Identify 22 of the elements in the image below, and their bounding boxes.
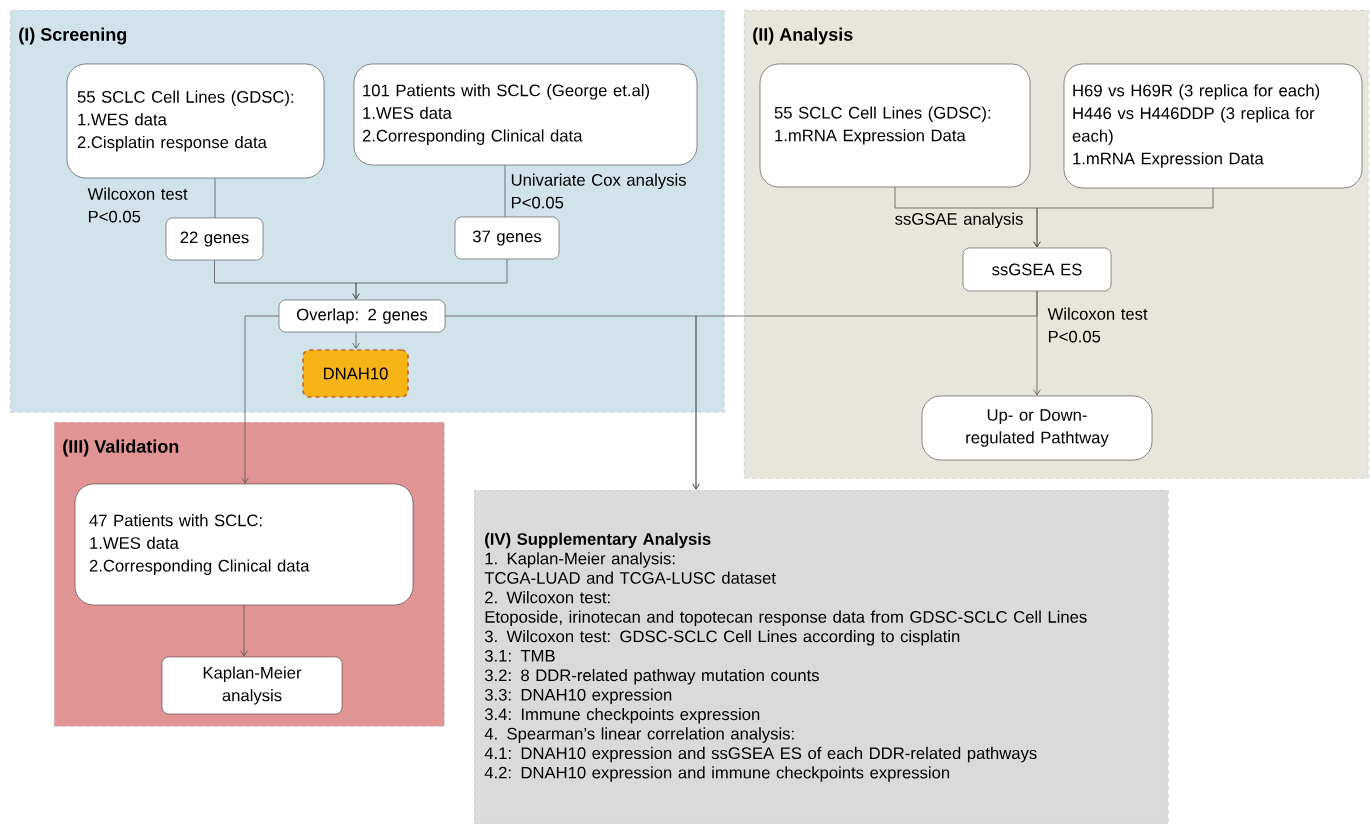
arrow <box>692 290 1038 490</box>
edge-label: Wilcoxon test P<0.05 <box>1047 307 1148 343</box>
process-box: H69 vs H69R (3 replica for each) H446 vs H446DDP (3 replica for each) 1.mRNA Expression Data <box>1063 63 1363 189</box>
process-box: 37 genes <box>454 216 560 260</box>
edge-label: ssGSAE analysis <box>895 212 1023 229</box>
process-box: Up- or Down-regulated Pathtway <box>921 395 1153 461</box>
arrow <box>240 604 248 657</box>
arrow <box>352 331 360 349</box>
process-box: 47 Patients with SCLC: 1.WES data 2.Corresponding Clinical data <box>74 483 414 606</box>
arrow <box>241 315 280 484</box>
highlight-box: DNAH10 <box>302 349 409 398</box>
arrow <box>1033 187 1214 248</box>
arrow <box>352 258 508 300</box>
process-box: Kaplan-Meier analysis <box>161 656 343 715</box>
process-box: Overlap: 2 genes <box>278 299 446 333</box>
process-box: ssGSEA ES <box>962 247 1112 292</box>
edge-label: Univariate Cox analysis P<0.05 <box>511 173 686 209</box>
process-box: 55 SCLC Cell Lines (GDSC): 1.mRNA Expression Data <box>759 63 1031 188</box>
process-box: 55 SCLC Cell Lines (GDSC): 1.WES data 2.Cisplatin response data <box>66 63 325 179</box>
panel: (IV) Supplementary Analysis 1. Kaplan-Meier analysis: TCGA-LUAD and TCGA-LUSC dataset 2. Wilcoxon test: Etoposide, irinotecan and topotecan response data from GDSC-SCLC Cell Lines 3. Wilcoxon test: GDSC-SCLC Cell Lines according to cisplatin 3.1: TMB 3.2: 8 DDR-related pathway mutation counts 3.3: DNAH10 expression 3.4: Immune checkpoints expression 4. Spearman’s linear correlation analysis: 4.1: DNAH10 expression and ssGSEA ES of each DDR-related pathways 4.2: DNAH10 expression and immune checkpoints expression <box>474 490 1169 824</box>
process-box: 22 genes <box>165 217 264 261</box>
process-box: 101 Patients with SCLC (George et.al) 1.WES data 2.Corresponding Clinical data <box>353 63 698 166</box>
